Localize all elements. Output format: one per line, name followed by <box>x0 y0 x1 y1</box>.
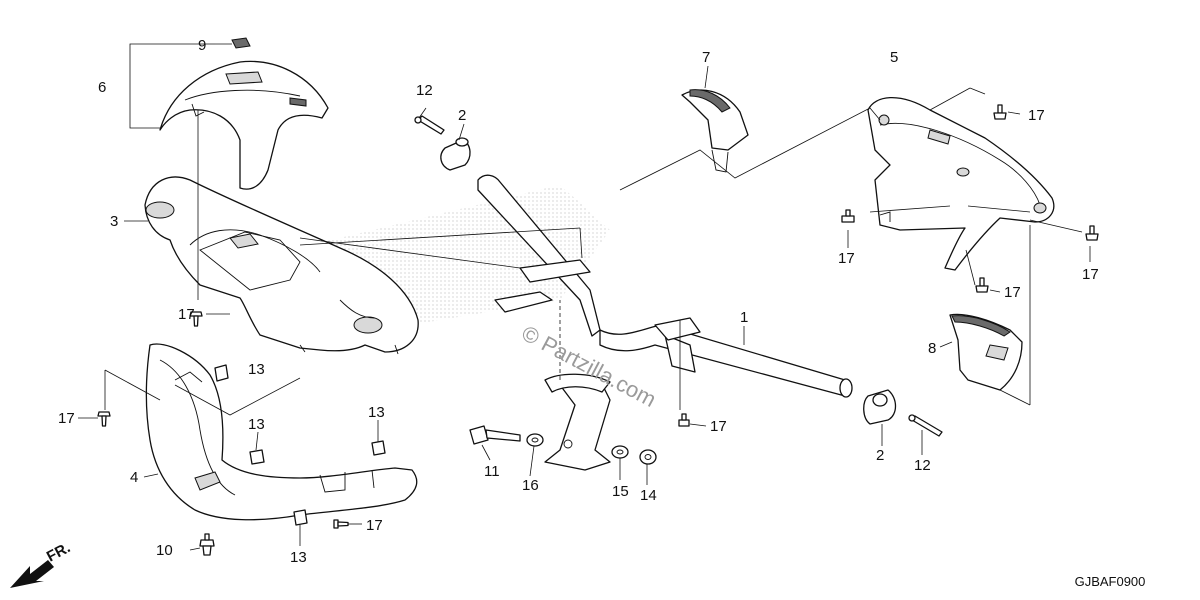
callout-17-left-upper: 17 <box>178 306 195 323</box>
part-3-handle-cover <box>144 176 419 355</box>
part-13-clips <box>214 364 386 526</box>
callout-13-bottom: 13 <box>290 549 307 566</box>
callout-14: 14 <box>640 487 657 504</box>
callout-8: 8 <box>928 340 936 357</box>
part-1-handlebar <box>477 174 853 471</box>
callout-12-top: 12 <box>416 82 433 99</box>
callout-13-left-upper: 13 <box>248 361 265 378</box>
part-10-screw <box>199 533 215 556</box>
callout-9: 9 <box>198 37 206 54</box>
callout-3: 3 <box>110 213 118 230</box>
callout-13-mid: 13 <box>248 416 265 433</box>
callout-10: 10 <box>156 542 173 559</box>
callout-7: 7 <box>702 49 710 66</box>
callout-16: 16 <box>522 477 539 494</box>
callout-17-right-low: 17 <box>1004 284 1021 301</box>
callout-17-right-top: 17 <box>1028 107 1045 124</box>
callout-17-right-left: 17 <box>838 250 855 267</box>
callout-labels: 9 6 3 17 13 17 4 13 13 17 13 10 12 2 11 … <box>58 37 1099 566</box>
part-8-bracket <box>949 313 1023 391</box>
diagram-code: GJBAF0900 <box>1075 574 1146 589</box>
callout-17-right-right: 17 <box>1082 266 1099 283</box>
callout-17-left-lower: 17 <box>58 410 75 427</box>
part-15-washer <box>611 445 629 459</box>
part-9-clip <box>231 37 251 49</box>
part-12-bolt-bottom <box>908 414 943 437</box>
callout-15: 15 <box>612 483 629 500</box>
part-17-screws <box>97 104 1099 529</box>
part-6-top-cover <box>159 60 329 190</box>
callout-6: 6 <box>98 79 106 96</box>
callout-2-bottom: 2 <box>876 447 884 464</box>
leader-lines <box>78 43 1091 551</box>
callout-11: 11 <box>484 463 500 480</box>
callout-1: 1 <box>740 309 748 326</box>
part-11-bolt <box>469 425 521 445</box>
part-7-bracket <box>681 89 749 173</box>
part-2-bar-end-bottom <box>863 389 897 425</box>
part-14-nut <box>639 449 657 465</box>
callout-17-stem: 17 <box>710 418 727 435</box>
callout-12-bottom: 12 <box>914 457 931 474</box>
part-5-right-cover <box>867 97 1055 271</box>
callout-13-right-small: 13 <box>368 404 385 421</box>
callout-17-bottom: 17 <box>366 517 383 534</box>
callout-5: 5 <box>890 49 898 66</box>
part-16-washer <box>526 433 544 447</box>
callout-2-top: 2 <box>458 107 466 124</box>
part-4-lower-cover <box>145 343 418 521</box>
callout-4: 4 <box>130 469 138 486</box>
part-12-bolt-top <box>414 115 445 135</box>
front-direction-arrow-icon: FR. <box>10 539 73 588</box>
part-2-bar-end-top <box>440 137 471 171</box>
